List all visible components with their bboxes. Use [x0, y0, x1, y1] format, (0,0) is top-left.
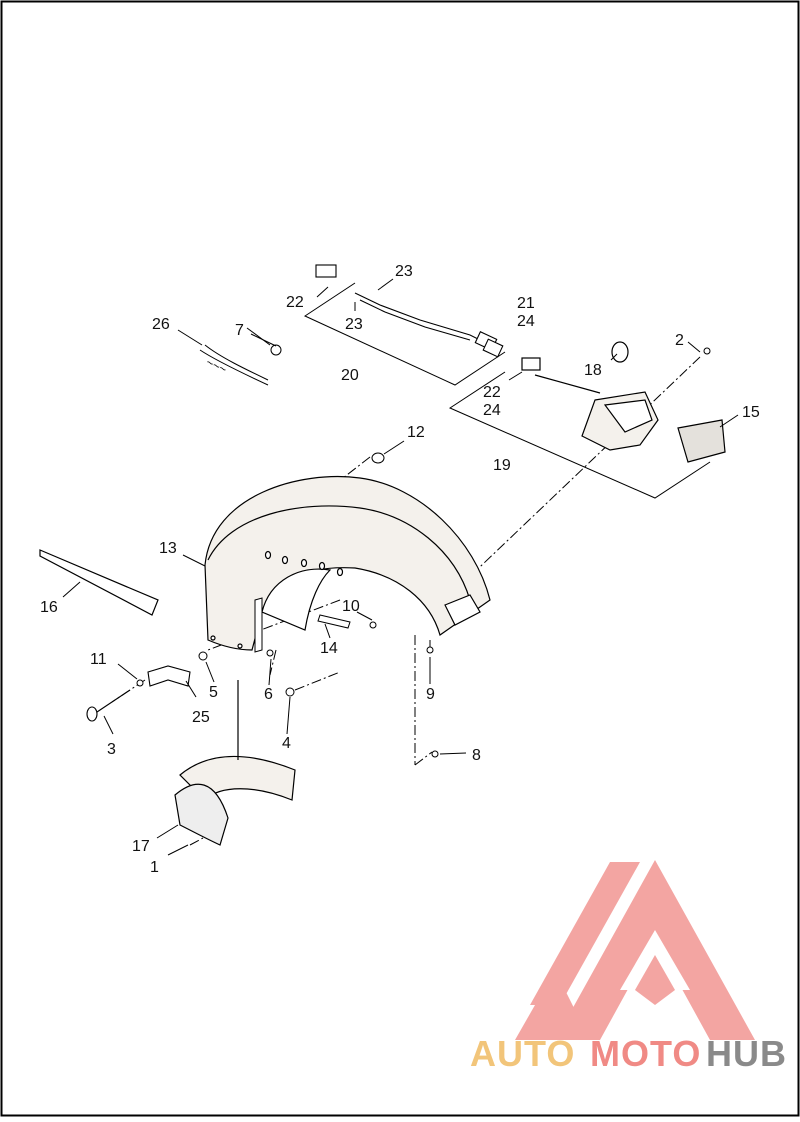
- callout-24-lower: 24: [483, 402, 501, 419]
- hardware-icons: [136, 344, 711, 758]
- callout-17: 17: [132, 838, 150, 855]
- callout-22-upper: 22: [286, 294, 304, 311]
- wiring-harness: [315, 264, 504, 358]
- callout-18: 18: [584, 362, 602, 379]
- callout-20: 20: [341, 367, 359, 384]
- callout-7: 7: [235, 322, 244, 339]
- license-plate-bracket: [174, 680, 296, 846]
- callout-6: 6: [264, 686, 273, 703]
- callout-26: 26: [152, 316, 170, 333]
- callout-25: 25: [192, 709, 210, 726]
- support-bracket: [317, 614, 351, 629]
- callout-24-upper: 24: [517, 313, 535, 330]
- callout-3: 3: [107, 741, 116, 758]
- callout-23-lower: 23: [345, 316, 363, 333]
- callout-5: 5: [209, 684, 218, 701]
- callout-19: 19: [493, 457, 511, 474]
- callout-12: 12: [407, 424, 425, 441]
- callout-15: 15: [742, 404, 760, 421]
- callout-23-upper: 23: [395, 263, 413, 280]
- trim-rod: [39, 549, 159, 616]
- tail-lamp-assembly: [521, 341, 726, 463]
- bolt-3-icon: [86, 689, 131, 722]
- callout-22-lower: 22: [483, 384, 501, 401]
- group-box-19: [448, 371, 711, 499]
- callout-8: 8: [472, 747, 481, 764]
- callout-4: 4: [282, 735, 291, 752]
- rear-fender: [204, 475, 491, 651]
- watermark-text-moto: MOTO: [590, 1033, 701, 1074]
- watermark-text-hub: HUB: [706, 1033, 787, 1074]
- leader-lines: [62, 278, 739, 856]
- watermark-logo-icon: [515, 860, 755, 1040]
- callout-11: 11: [90, 651, 107, 668]
- callout-21: 21: [517, 295, 535, 312]
- callout-13: 13: [159, 540, 177, 557]
- callout-10: 10: [342, 598, 360, 615]
- mounting-strap: [254, 597, 263, 653]
- callout-14: 14: [320, 640, 338, 657]
- callout-9: 9: [426, 686, 435, 703]
- bracket-25: [147, 665, 191, 687]
- callout-1: 1: [150, 859, 159, 876]
- callout-2: 2: [675, 332, 684, 349]
- callout-16: 16: [40, 599, 58, 616]
- watermark-text-auto: AUTO: [470, 1033, 575, 1074]
- group-box-20: [303, 282, 506, 386]
